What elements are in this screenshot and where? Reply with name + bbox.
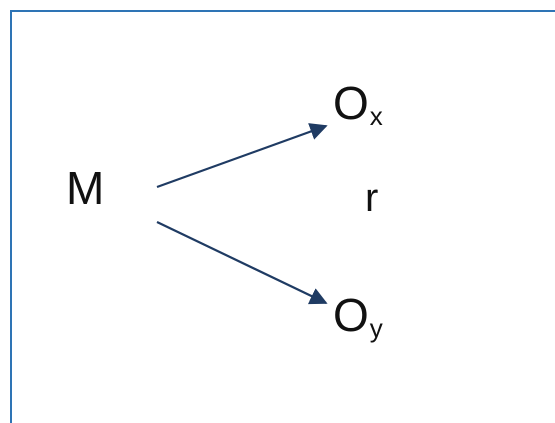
node-ox-main: O <box>333 77 369 129</box>
node-ox-subscript: x <box>369 101 383 131</box>
node-oy-label: Oy <box>333 289 383 341</box>
node-oy-subscript: y <box>369 313 383 343</box>
node-m-label: M <box>66 162 105 214</box>
node-r-label: r <box>365 176 379 220</box>
arrow-m-to-oy <box>156 221 328 305</box>
node-oy-main: O <box>333 289 369 341</box>
arrow-m-to-ox <box>156 123 328 189</box>
node-ox-label: Ox <box>333 77 383 129</box>
diagram-frame <box>10 10 555 423</box>
